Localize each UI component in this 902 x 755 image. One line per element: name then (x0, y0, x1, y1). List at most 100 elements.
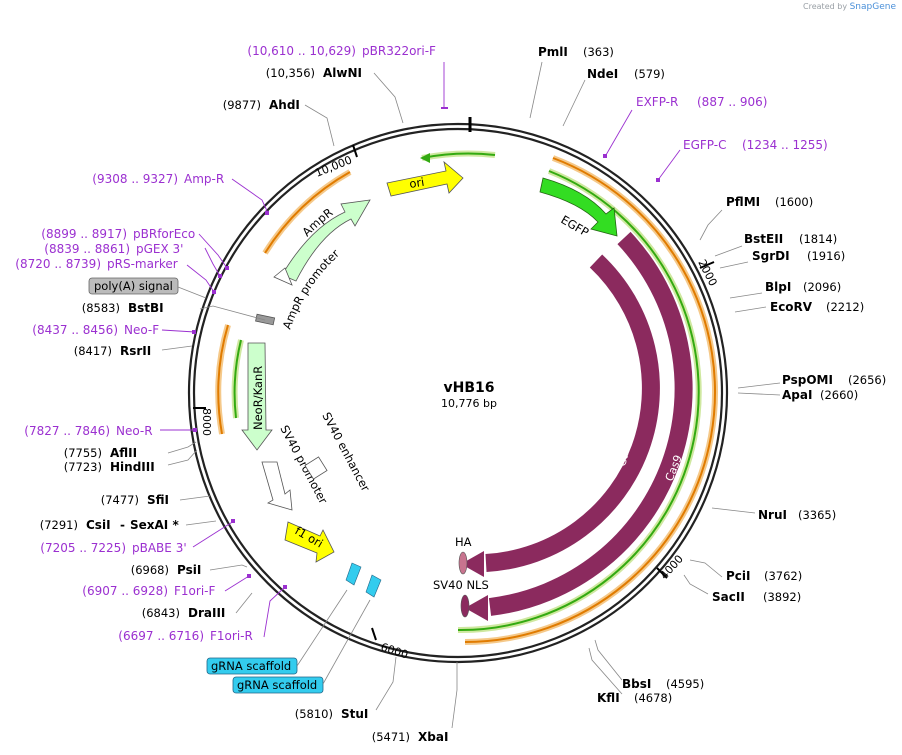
svg-text:(363): (363) (583, 45, 614, 59)
svg-text:pBABE 3': pBABE 3' (132, 541, 187, 555)
primer-exfp-r: EXFP-R (887 .. 906) (636, 95, 767, 109)
plasmid-size: 10,776 bp (441, 397, 497, 410)
site-bstbi: (8583)BstBI (82, 301, 164, 315)
site-ecorv: EcoRV(2212) (770, 300, 864, 314)
svg-text:PspOMI: PspOMI (782, 373, 833, 387)
site-bsteii: BstEII (1814) (744, 232, 837, 246)
site-labels: PmlI (363) NdeI(579) PflMI (1600) BstEII (1… (538, 45, 886, 705)
svg-text:PflMI: PflMI (726, 195, 760, 209)
site-stui: (5810) StuI (295, 707, 369, 721)
sv40nls-feature: SV40 NLS (433, 578, 489, 618)
grna-arrows (345, 562, 382, 598)
orf-arcs-right (420, 150, 718, 645)
sv40-enhancer-label: SV40 enhancer (319, 410, 373, 494)
svg-text:EXFP-R: EXFP-R (636, 95, 678, 109)
svg-text:PciI: PciI (726, 569, 751, 583)
primer-pbr322ori-f: (10,610 .. 10,629)pBR322ori-F (247, 44, 436, 58)
svg-text:SfiI: SfiI (147, 493, 169, 507)
site-csii: (7291)CsiI-SexAI * (40, 518, 180, 532)
svg-text:(7723): (7723) (64, 460, 102, 474)
svg-text:(3892): (3892) (763, 590, 801, 604)
svg-text:(7205 .. 7225): (7205 .. 7225) (40, 541, 126, 555)
ha-label: HA (455, 535, 472, 549)
svg-text:(579): (579) (634, 67, 665, 81)
site-ndei: NdeI(579) (587, 67, 665, 81)
primer-f1ori-f: (6907 .. 6928)F1ori-F (82, 584, 215, 598)
neor-label: NeoR/KanR (251, 366, 265, 430)
site-draiii: (6843) DraIII (142, 606, 226, 620)
svg-text:pBR322ori-F: pBR322ori-F (362, 44, 436, 58)
svg-text:(8417): (8417) (74, 344, 112, 358)
svg-text:pBRforEco: pBRforEco (133, 227, 195, 241)
site-leader-lines (161, 61, 781, 729)
svg-text:F1ori-F: F1ori-F (174, 584, 215, 598)
svg-text:(1814): (1814) (799, 232, 837, 246)
svg-text:(6697 .. 6716): (6697 .. 6716) (118, 629, 204, 643)
svg-text:(4595): (4595) (666, 677, 704, 691)
primer-egfp-c: EGFP-C(1234 .. 1255) (683, 138, 828, 152)
svg-text:CsiI: CsiI (86, 518, 111, 532)
svg-text:PmlI: PmlI (538, 45, 568, 59)
svg-text:(2212): (2212) (826, 300, 864, 314)
svg-text:(5471): (5471) (372, 730, 410, 744)
svg-text:(887 .. 906): (887 .. 906) (697, 95, 767, 109)
svg-text:(8899 .. 8917): (8899 .. 8917) (41, 227, 127, 241)
site-pspomi: PspOMI(2656) (782, 373, 886, 387)
svg-text:(3365): (3365) (798, 508, 836, 522)
svg-text:BstEII: BstEII (744, 232, 783, 246)
svg-text:(4678): (4678) (634, 691, 672, 705)
credit-prefix: Created by (803, 2, 848, 11)
svg-text:SexAI *: SexAI * (130, 518, 179, 532)
svg-text:PsiI: PsiI (177, 563, 201, 577)
ha-feature: HA (455, 535, 472, 575)
svg-text:(6968): (6968) (131, 563, 169, 577)
site-sfii: (7477)SfiI (101, 493, 169, 507)
svg-text:DraIII: DraIII (188, 606, 225, 620)
grna-label-2: gRNA scaffold (232, 599, 371, 694)
site-aflii: (7755)AflII (64, 446, 137, 460)
site-apai: ApaI(2660) (782, 388, 858, 402)
svg-text:pRS-marker: pRS-marker (107, 257, 178, 271)
svg-text:pGEX 3': pGEX 3' (136, 242, 183, 256)
snapgene-brand: SnapGene (849, 2, 896, 12)
svg-text:(8720 .. 8739): (8720 .. 8739) (15, 257, 101, 271)
svg-text:(8437 .. 8456): (8437 .. 8456) (32, 323, 118, 337)
primer-neo-r: (7827 .. 7846)Neo-R (24, 424, 152, 438)
svg-text:F1ori-R: F1ori-R (210, 629, 253, 643)
site-ahdi: (9877) AhdI (223, 98, 300, 112)
cas9-inner-feature: Cas9 (461, 254, 660, 577)
site-labels-left: (5471) XbaI (5810) StuI (6843) DraIII (6968… (40, 66, 449, 744)
f1ori-feature: f1 ori (284, 521, 335, 563)
svg-text:BstBI: BstBI (128, 301, 164, 315)
svg-text:Neo-R: Neo-R (116, 424, 153, 438)
svg-text:NruI: NruI (758, 508, 787, 522)
svg-text:StuI: StuI (341, 707, 368, 721)
svg-text:(9877): (9877) (223, 98, 261, 112)
svg-text:poly(A) signal: poly(A) signal (94, 279, 173, 293)
site-pcii: PciI(3762) (726, 569, 802, 583)
svg-text:(2660): (2660) (820, 388, 858, 402)
svg-text:(8839 .. 8861): (8839 .. 8861) (44, 242, 130, 256)
svg-text:(7755): (7755) (64, 446, 102, 460)
snapgene-credit: Created by SnapGene (803, 2, 896, 12)
svg-text:AhdI: AhdI (269, 98, 300, 112)
grna-label-1: gRNA scaffold (206, 589, 348, 675)
svg-text:(6843): (6843) (142, 606, 180, 620)
primer-labels: (10,610 .. 10,629)pBR322ori-F EXFP-R (887… (15, 44, 827, 643)
primer-pbabe3: (7205 .. 7225) pBABE 3' (40, 541, 186, 555)
svg-text:(1600): (1600) (775, 195, 813, 209)
svg-text:(2096): (2096) (803, 280, 841, 294)
orf-arcs-left (215, 169, 352, 435)
svg-text:XbaI: XbaI (418, 730, 448, 744)
ori-label: ori (408, 175, 425, 191)
site-sacii: SacII(3892) (712, 590, 801, 604)
svg-text:SgrDI: SgrDI (752, 249, 790, 263)
svg-text:(5810): (5810) (295, 707, 333, 721)
ampr-promoter-label: AmpR promoter (280, 246, 343, 331)
ampr-feature: AmpR (281, 199, 371, 282)
site-pflmi: PflMI (1600) (726, 195, 813, 209)
tick-label: 6000 (379, 640, 410, 661)
primer-leader-lines (160, 62, 681, 638)
tick-label: 8000 (200, 408, 213, 436)
